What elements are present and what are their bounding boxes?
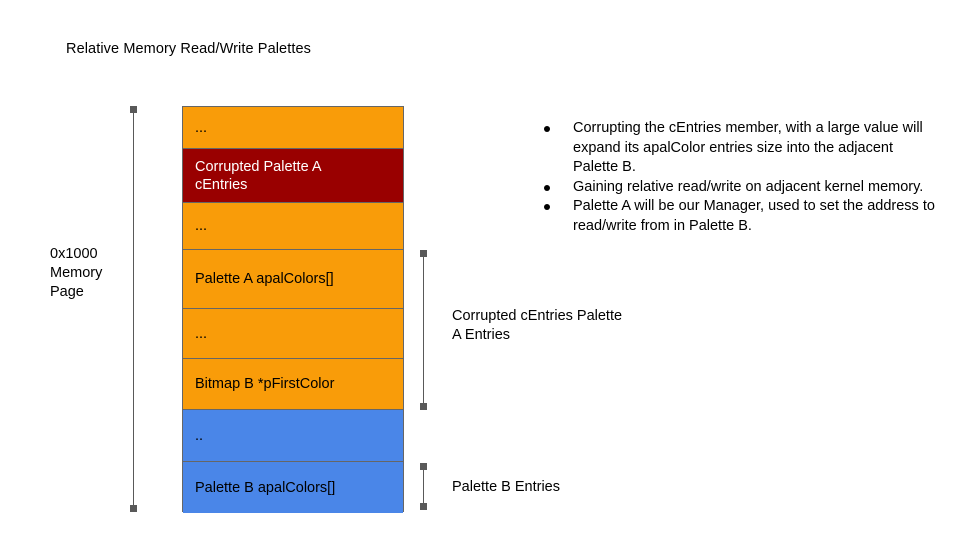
memory-block-column: ... Corrupted Palette A cEntries ... Pal… <box>182 106 404 513</box>
memory-row-palette-a-apalcolors[interactable]: Palette A apalColors[] <box>183 250 403 309</box>
memory-row-ellipsis-third[interactable]: ... <box>183 309 403 359</box>
corrupted-entries-label: Corrupted cEntries Palette A Entries <box>452 308 623 343</box>
list-item: Palette A will be our Manager, used to s… <box>541 197 941 236</box>
memory-row-ellipsis-second[interactable]: ... <box>183 203 403 250</box>
list-item-text: Corrupting the cEntries member, with a l… <box>573 120 923 175</box>
bracket-line <box>133 106 134 512</box>
memory-page-size-label: 0x1000 Memory Page <box>50 246 103 300</box>
bracket-line <box>423 250 424 410</box>
memory-row-label: Bitmap B *pFirstColor <box>195 376 335 392</box>
bullet-dot-icon <box>544 126 550 132</box>
bracket-cap-bottom-icon <box>420 503 427 510</box>
list-item: Gaining relative read/write on adjacent … <box>541 178 941 198</box>
bullet-dot-icon <box>544 204 550 210</box>
explanation-bullet-list: Corrupting the cEntries member, with a l… <box>541 119 941 236</box>
list-item: Corrupting the cEntries member, with a l… <box>541 119 941 178</box>
list-item-text: Palette A will be our Manager, used to s… <box>573 198 935 234</box>
memory-row-bitmap-b-pfirstcolor[interactable]: Bitmap B *pFirstColor <box>183 359 403 410</box>
memory-row-label: ... <box>195 325 208 342</box>
palette-b-entries-label: Palette B Entries <box>452 479 560 495</box>
palette-b-entries-bracket <box>420 463 427 510</box>
bracket-line <box>423 463 424 510</box>
memory-page-bracket <box>130 106 137 512</box>
corrupted-entries-bracket <box>420 250 427 410</box>
list-item-text: Gaining relative read/write on adjacent … <box>573 178 924 195</box>
memory-row-palette-b-apalcolors[interactable]: Palette B apalColors[] <box>183 462 403 513</box>
memory-row-label: Palette A apalColors[] <box>195 271 334 287</box>
bracket-cap-bottom-icon <box>130 505 137 512</box>
memory-row-dots-blue[interactable]: .. <box>183 410 403 462</box>
memory-row-label: .. <box>195 427 204 444</box>
memory-row-ellipsis-top[interactable]: ... <box>183 107 403 149</box>
memory-row-label: ... <box>195 119 208 136</box>
page-title: Relative Memory Read/Write Palettes <box>66 41 311 57</box>
memory-row-label: ... <box>195 218 208 234</box>
memory-row-label: Palette B apalColors[] <box>195 479 336 496</box>
memory-row-corrupted-centries[interactable]: Corrupted Palette A cEntries <box>183 149 403 203</box>
bracket-cap-bottom-icon <box>420 403 427 410</box>
memory-row-label: Corrupted Palette A cEntries <box>195 158 322 193</box>
bullet-dot-icon <box>544 184 550 191</box>
